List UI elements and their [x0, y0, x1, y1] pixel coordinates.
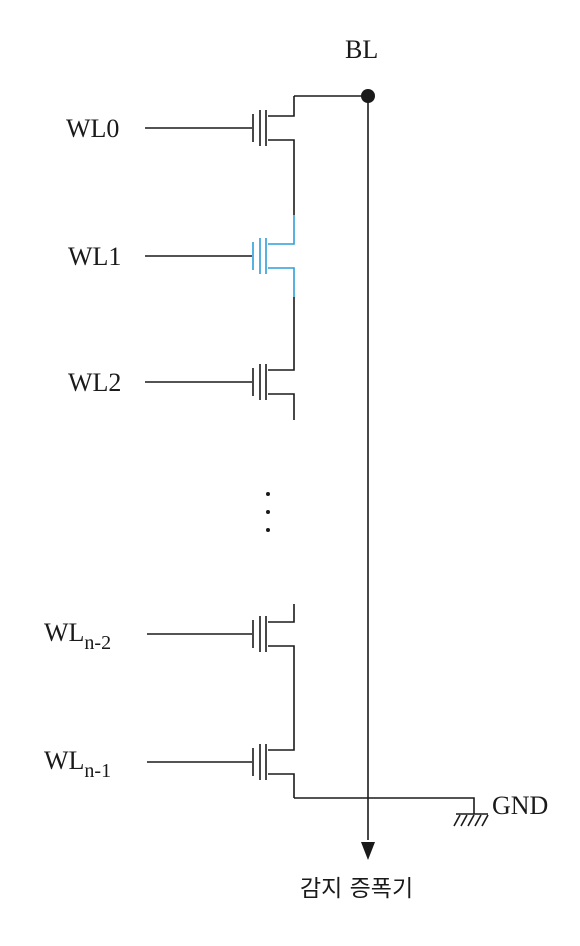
sense-amp-label: 감지 증폭기 — [300, 876, 413, 902]
ground-wire — [294, 797, 475, 814]
ellipsis-dot — [266, 492, 270, 496]
transistor-wl2 — [145, 344, 295, 420]
sense-arrow-icon — [361, 842, 375, 860]
wordline-label-n-1: WLn-1 — [44, 746, 111, 782]
transistor-wl1 — [145, 215, 295, 297]
bitline-label: BL — [345, 35, 378, 64]
transistor-wl-n-1 — [147, 740, 295, 798]
ground-icon — [453, 813, 489, 827]
wordline-label-0: WL0 — [66, 114, 119, 143]
wordline-label-2: WL2 — [68, 368, 121, 397]
transistor-wl-n-2 — [147, 604, 295, 740]
wordline-label-1: WL1 — [68, 242, 121, 271]
wordline-label-n-2: WLn-2 — [44, 618, 111, 654]
transistor-wl0 — [145, 96, 295, 215]
ellipsis-dot — [266, 510, 270, 514]
ground-label: GND — [492, 791, 548, 820]
ellipsis-dot — [266, 528, 270, 532]
